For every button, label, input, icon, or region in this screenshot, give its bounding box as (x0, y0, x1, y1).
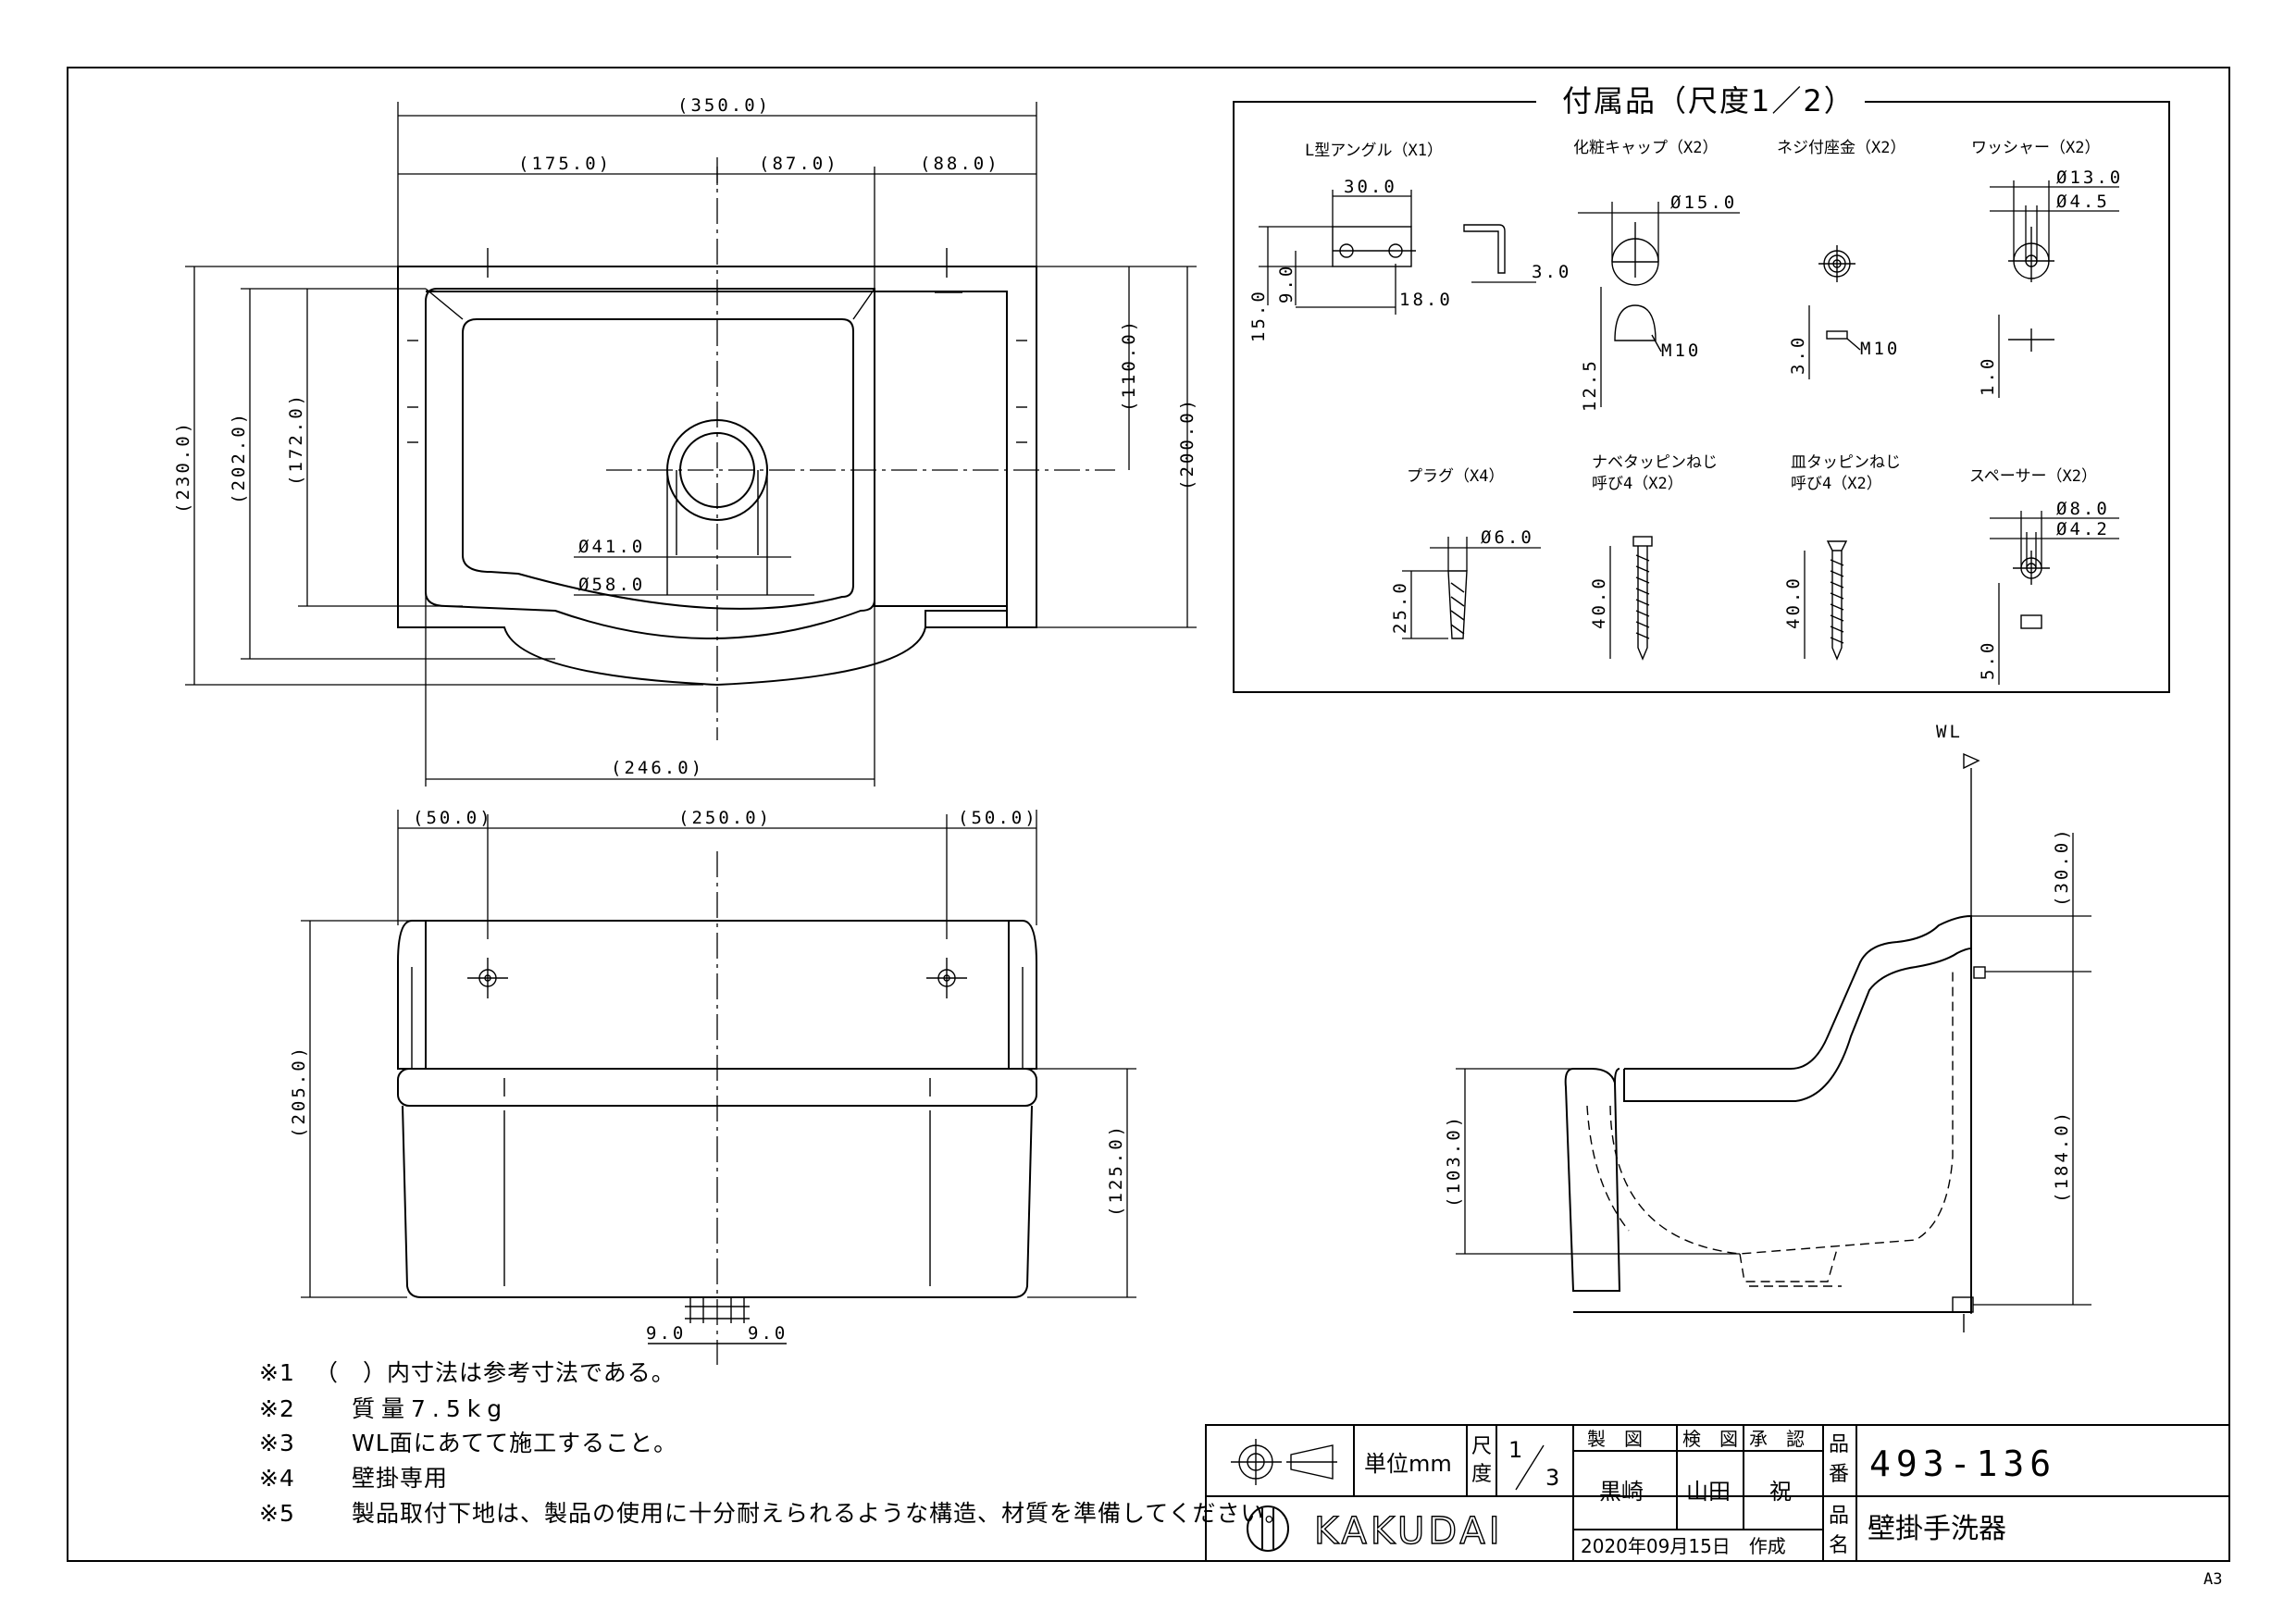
dim-drain-right: 9.0 (748, 1323, 788, 1344)
acc-l-angle-label: L型アングル（X1） (1305, 142, 1443, 160)
accessories-panel: 付属品（尺度1／2） L型アングル（X1） 30.0 15.0 9.0 18.0… (1233, 83, 2170, 693)
acc-cap-dim-height: 12.5 (1580, 358, 1600, 412)
dim-drain-outer-dia: Ø58.0 (578, 575, 645, 595)
acc-spacer-dim-outer: Ø8.0 (2056, 499, 2110, 519)
wl-label: WL (1936, 722, 1963, 742)
dim-body-height: (125.0) (1106, 1123, 1126, 1217)
acc-plug-dim-length: 25.0 (1390, 580, 1410, 634)
note-3-text: WL面にあてて施工すること。 (352, 1430, 677, 1456)
acc-l-angle-dim-width: 30.0 (1344, 177, 1397, 197)
dim-hole-to-right: (88.0) (920, 154, 1000, 174)
acc-flat-screw-label2: 呼び4（X2） (1791, 475, 1882, 493)
acc-cap-dim-dia: Ø15.0 (1670, 192, 1737, 213)
note-1-text: （ ）内寸法は参考寸法である。 (315, 1359, 676, 1386)
accessories-title: 付属品（尺度1／2） (1562, 83, 1855, 118)
acc-cap-label: 化粧キャップ（X2） (1573, 139, 1718, 157)
dim-right-margin: (50.0) (958, 808, 1038, 828)
scale-label-2: 度 (1471, 1463, 1492, 1486)
scale-denominator: 3 (1545, 1465, 1559, 1491)
acc-l-angle-dim-thick: 3.0 (1532, 262, 1571, 282)
unit-label: 単位mm (1364, 1451, 1452, 1477)
acc-plug-label: プラグ（X4） (1407, 467, 1504, 486)
side-view: WL (30.0) (184.0) (103.0) (1444, 722, 2091, 1332)
dim-rim-height: (103.0) (1444, 1114, 1464, 1208)
part-no-label-1: 品 (1829, 1433, 1849, 1456)
front-view: (50.0) (250.0) (50.0) (205.0) (125.0 (289, 808, 1136, 1365)
issue-date: 2020年09月15日 作成 (1581, 1535, 1786, 1557)
acc-pan-screw-label2: 呼び4（X2） (1592, 475, 1683, 493)
dim-left-margin: (50.0) (413, 808, 493, 828)
acc-plug-dim-dia: Ø6.0 (1481, 527, 1534, 548)
part-no-label-2: 番 (1829, 1463, 1849, 1486)
mounting-hole-left (467, 958, 508, 998)
acc-washer-dim-thick: 1.0 (1978, 356, 1998, 396)
acc-spacer-label: スペーサー（X2） (1969, 467, 2097, 486)
drawing-frame (67, 67, 2230, 1562)
dim-center-to-hole: (87.0) (759, 154, 839, 174)
company-name: KAKUDAI (1314, 1510, 1504, 1553)
acc-cap-dim-thread: M10 (1661, 341, 1701, 361)
dim-drain-offset: (110.0) (1119, 318, 1139, 412)
note-2-text: 質量7.5kg (352, 1395, 508, 1422)
acc-nut-dim-height: 3.0 (1788, 335, 1808, 375)
acc-pan-screw-dim-length: 40.0 (1589, 576, 1609, 629)
acc-washer-label: ワッシャー（X2） (1971, 139, 2100, 157)
note-4-text: 壁掛専用 (352, 1465, 448, 1492)
part-number: 493-136 (1869, 1443, 2056, 1484)
note-4-mark: ※4 (259, 1465, 295, 1492)
note-1-mark: ※1 (259, 1359, 295, 1386)
dim-right-depth: (200.0) (1177, 397, 1198, 490)
made-by-name: 黒崎 (1599, 1479, 1644, 1505)
top-view: (350.0) (175.0) (87.0) (88.0) (230.0) (2… (173, 95, 1198, 787)
acc-l-angle-dim-height: 15.0 (1248, 289, 1269, 342)
dim-inner-depth: (202.0) (229, 411, 249, 504)
acc-flat-screw-dim-length: 40.0 (1783, 576, 1804, 629)
checked-name: 山田 (1686, 1479, 1731, 1505)
mounting-hole-right (926, 958, 967, 998)
acc-spacer-dim-inner: Ø4.2 (2056, 519, 2110, 539)
dim-overall-depth: (230.0) (173, 420, 193, 514)
note-5-mark: ※5 (259, 1500, 295, 1527)
dim-drain-left: 9.0 (646, 1323, 686, 1344)
acc-washer-dim-outer: Ø13.0 (2056, 167, 2123, 188)
acc-nut-label: ネジ付座金（X2） (1777, 139, 1905, 157)
sheet-size: A3 (2203, 1570, 2222, 1589)
part-name-label-1: 品 (1829, 1505, 1849, 1528)
part-name: 壁掛手洗器 (1868, 1513, 2006, 1545)
kakudai-logo-icon (1247, 1505, 1289, 1552)
acc-spacer-dim-length: 5.0 (1978, 640, 1998, 680)
third-angle-projection-icon (1231, 1439, 1337, 1485)
dim-bowl-depth: (172.0) (286, 392, 306, 486)
dim-left-to-center: (175.0) (518, 154, 612, 174)
note-5-text: 製品取付下地は、製品の使用に十分耐えられるような構造、材質を準備してください。 (352, 1500, 1289, 1527)
made-by-label: 製 図 (1587, 1428, 1643, 1450)
dim-overall-width: (350.0) (677, 95, 771, 116)
dim-wl-to-bottom: (184.0) (2052, 1109, 2072, 1203)
acc-l-angle-dim-pitch: 18.0 (1399, 290, 1453, 310)
acc-washer-dim-inner: Ø4.5 (2056, 192, 2110, 212)
dim-bottom-width: (246.0) (611, 758, 704, 778)
scale-numerator: 1 (1508, 1437, 1522, 1463)
acc-l-angle-dim-hole: 9.0 (1276, 264, 1297, 304)
dim-hole-spacing: (250.0) (678, 808, 772, 828)
acc-nut-dim-thread: M10 (1860, 339, 1900, 359)
notes: ※1 （ ）内寸法は参考寸法である。 ※2 質量7.5kg ※3 WL面にあてて… (259, 1359, 1289, 1527)
approved-name: 祝 (1769, 1479, 1792, 1505)
part-name-label-2: 名 (1829, 1534, 1849, 1557)
note-3-mark: ※3 (259, 1430, 295, 1456)
title-block: 単位mm 尺 度 1 3 製 図 検 図 承 認 黒崎 山田 祝 品 番 493… (1205, 1424, 2230, 1562)
checked-label: 検 図 (1682, 1428, 1738, 1450)
dim-overall-height: (205.0) (289, 1045, 309, 1138)
acc-pan-screw-label: ナベタッピンねじ (1592, 453, 1718, 472)
dim-above-wl: (30.0) (2052, 826, 2072, 907)
dim-drain-inner-dia: Ø41.0 (578, 537, 645, 557)
acc-flat-screw-label: 皿タッピンねじ (1791, 453, 1901, 472)
approved-label: 承 認 (1749, 1428, 1805, 1450)
note-2-mark: ※2 (259, 1395, 295, 1422)
scale-label-1: 尺 (1471, 1435, 1492, 1458)
